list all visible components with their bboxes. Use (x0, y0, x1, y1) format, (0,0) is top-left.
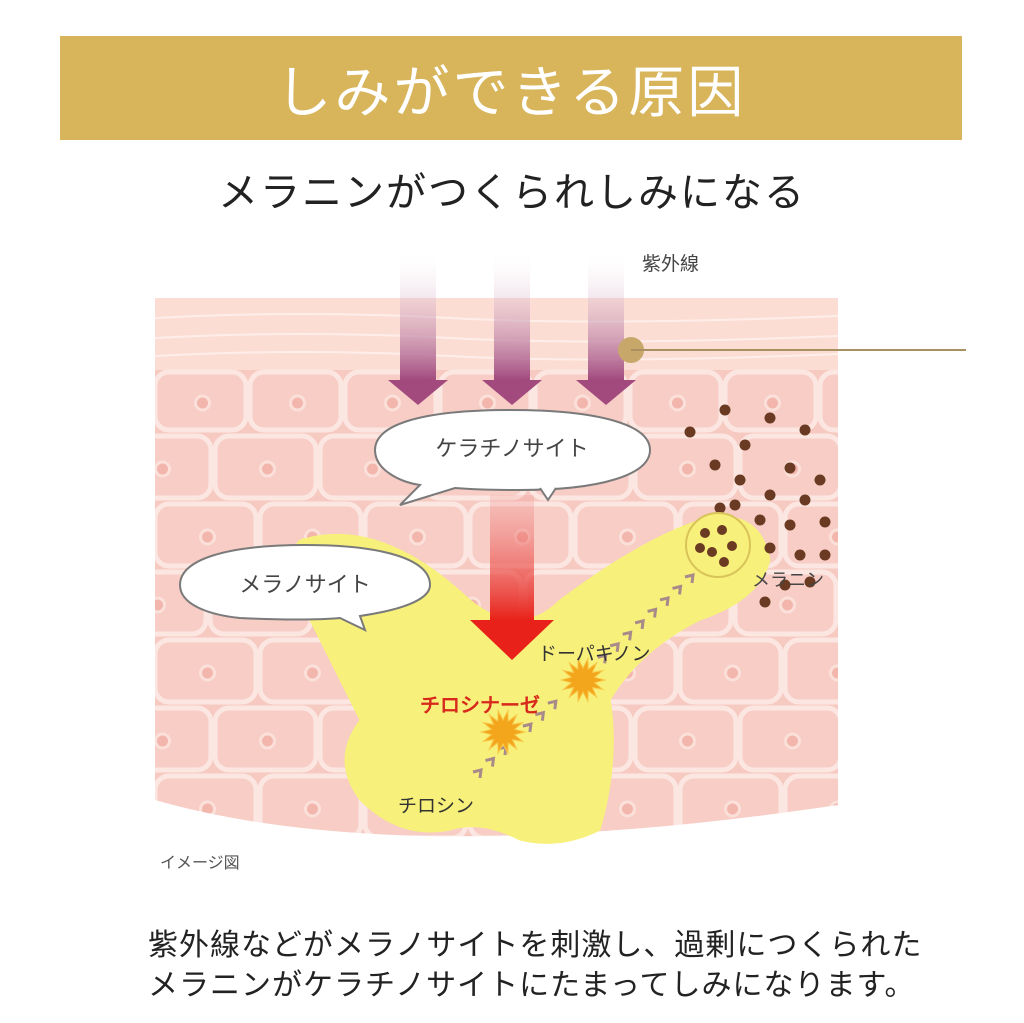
melanin-dot (799, 494, 811, 506)
melanin-dot (764, 412, 776, 424)
page-subtitle: メラニンがつくられしみになる (218, 170, 806, 216)
cell-nucleus (259, 460, 276, 478)
melanocyte-label: メラノサイト (239, 573, 371, 598)
caption-line-1: 紫外線などがメラノサイトを刺激し、過剰につくられた (148, 928, 923, 963)
melanin-dot (729, 499, 741, 511)
melanosome (685, 512, 751, 578)
cell-nucleus (619, 800, 636, 818)
cell-nucleus (779, 596, 796, 614)
melanocyte-bubble (178, 543, 432, 632)
caption-line-2: メラニンがケラチノサイトにたまってしみになります。 (148, 968, 916, 1003)
cell-nucleus (479, 394, 496, 412)
cell-nucleus (784, 732, 801, 750)
cell-nucleus (155, 460, 171, 478)
cell-nucleus (669, 394, 686, 412)
melanosome-granules (695, 525, 737, 567)
pathway-chevron (522, 722, 533, 733)
melanin-dot (784, 462, 796, 474)
skin-cell (817, 369, 838, 433)
cell-nucleus (764, 394, 781, 412)
pathway-chevron (547, 699, 558, 710)
melanin-dot (779, 579, 791, 591)
pathway-chevron (622, 630, 633, 641)
melanin-dot (764, 542, 776, 554)
tyrosinase-burst-1 (559, 656, 607, 704)
keratinocyte-bubble (373, 408, 652, 506)
skin-cell (155, 433, 214, 501)
cell-nucleus (679, 460, 696, 478)
skin-cell (782, 637, 838, 705)
melanin-dot (764, 489, 776, 501)
tyrosinase-burst-2 (479, 708, 527, 756)
keratinocyte-label: ケラチノサイト (435, 437, 588, 462)
tyrosinase-label: チロシナーゼ (420, 693, 540, 717)
melanin-dot (734, 474, 746, 486)
melanin-dot (684, 426, 696, 438)
cell-nucleus (829, 528, 838, 546)
cell-nucleus (364, 460, 381, 478)
cell-nucleus (194, 394, 211, 412)
melanin-dot (709, 459, 721, 471)
uv-label: 紫外線 (642, 253, 699, 275)
melanin-dot (784, 519, 796, 531)
skin-cell (155, 705, 214, 773)
pathway-chevron (672, 584, 683, 595)
cell-nucleus (829, 664, 838, 682)
title-banner: しみができる原因 (60, 36, 962, 140)
melanin-dot (794, 549, 806, 561)
red-arrow (470, 495, 554, 660)
pathway-chevron (597, 653, 608, 664)
melanin-dot (814, 474, 826, 486)
cell-nucleus (199, 664, 216, 682)
dopaquinone-label: ドーパキノン (538, 643, 650, 665)
pathway-chevron (609, 641, 620, 653)
cell-nucleus (724, 800, 741, 818)
pathway-chevron (684, 573, 695, 584)
pathway-chevron (634, 618, 645, 630)
cell-nucleus (304, 800, 321, 818)
image-note: イメージ図 (160, 853, 240, 872)
melanin-label: メラニン (752, 570, 824, 591)
melanin-dot (819, 549, 831, 561)
melanin-dot (819, 516, 831, 528)
cell-nucleus (155, 596, 166, 614)
pathway-chevron (659, 595, 670, 607)
uv-arrows (388, 250, 636, 405)
pathway-chevron (485, 756, 496, 767)
cell-nucleus (384, 394, 401, 412)
cell-nucleus (304, 664, 321, 682)
tyrosine-label: チロシン (398, 795, 474, 817)
pathway-chevron (472, 768, 483, 779)
melanin-dot (719, 404, 731, 416)
pathway-chevron (647, 607, 658, 618)
cell-nucleus (409, 528, 426, 546)
cell-nucleus (289, 394, 306, 412)
cell-nucleus (259, 732, 276, 750)
melanin-dot (799, 424, 811, 436)
melanin-dot (714, 502, 726, 514)
page-title: しみができる原因 (275, 60, 747, 126)
cell-nucleus (155, 732, 171, 750)
cell-nucleus (861, 396, 875, 410)
melanin-dot (754, 514, 766, 526)
cell-nucleus (574, 394, 591, 412)
melanin-dot (759, 596, 771, 608)
cell-nucleus (199, 528, 216, 546)
cell-nucleus (679, 732, 696, 750)
melanin-dot (804, 576, 816, 588)
melanin-dot (739, 439, 751, 451)
cell-nucleus (724, 664, 741, 682)
cell-nucleus (619, 528, 636, 546)
pathway-chevron (534, 710, 546, 721)
melanin-granules (684, 404, 831, 608)
pathway-chevrons (472, 573, 695, 779)
